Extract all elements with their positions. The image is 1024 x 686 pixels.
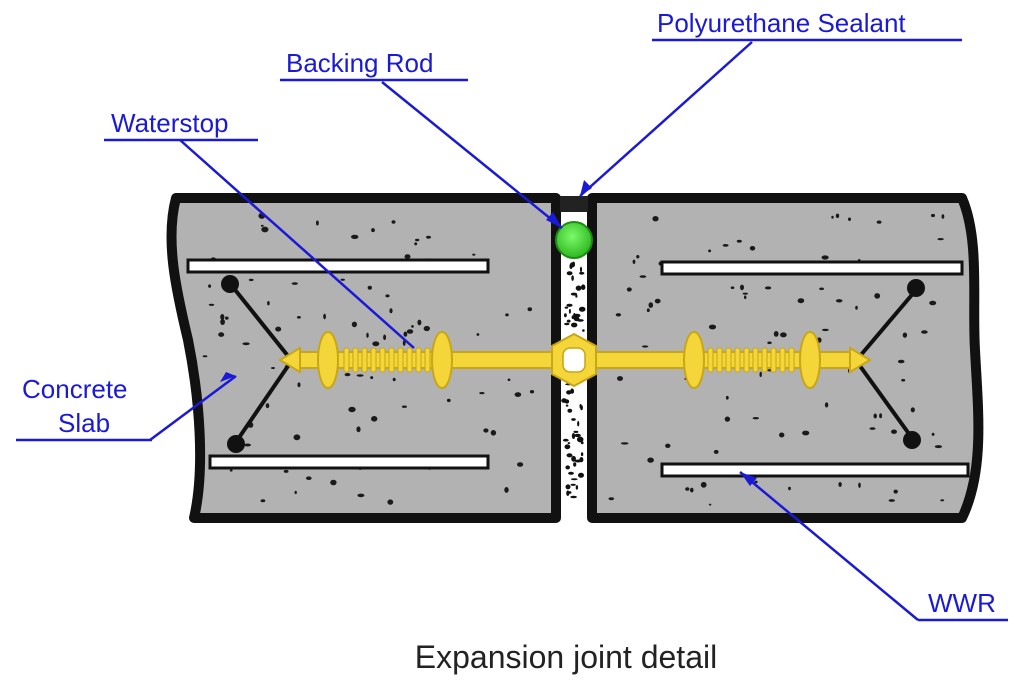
- leader-backing-rod: [381, 81, 563, 229]
- label-concrete-line2: Slab: [58, 408, 110, 438]
- joint-filler-texture: [561, 261, 588, 499]
- leader-polyurethane-sealant: [579, 41, 753, 197]
- label-backing-rod: Backing Rod: [286, 48, 433, 78]
- wwr-bar-right-bottom: [660, 462, 970, 478]
- waterstop: [278, 331, 872, 389]
- backing-rod: [555, 221, 593, 259]
- waterstop-anchor-wires: [221, 275, 925, 453]
- label-wwr: WWR: [928, 588, 996, 618]
- label-polyurethane-sealant: Polyurethane Sealant: [657, 8, 906, 38]
- label-waterstop: Waterstop: [111, 108, 229, 138]
- wwr-bar-left-top: [186, 258, 490, 274]
- diagram-caption: Expansion joint detail: [415, 639, 717, 675]
- wwr-bar-left-bottom: [208, 454, 490, 470]
- polyurethane-sealant: [560, 196, 588, 212]
- leader-concrete-slab: [149, 374, 237, 442]
- leader-waterstop: [179, 139, 415, 349]
- leader-arrowheads: [220, 180, 757, 486]
- label-concrete-line1: Concrete: [22, 374, 128, 404]
- wwr-bar-right-top: [660, 260, 964, 276]
- leader-wwr: [739, 471, 919, 621]
